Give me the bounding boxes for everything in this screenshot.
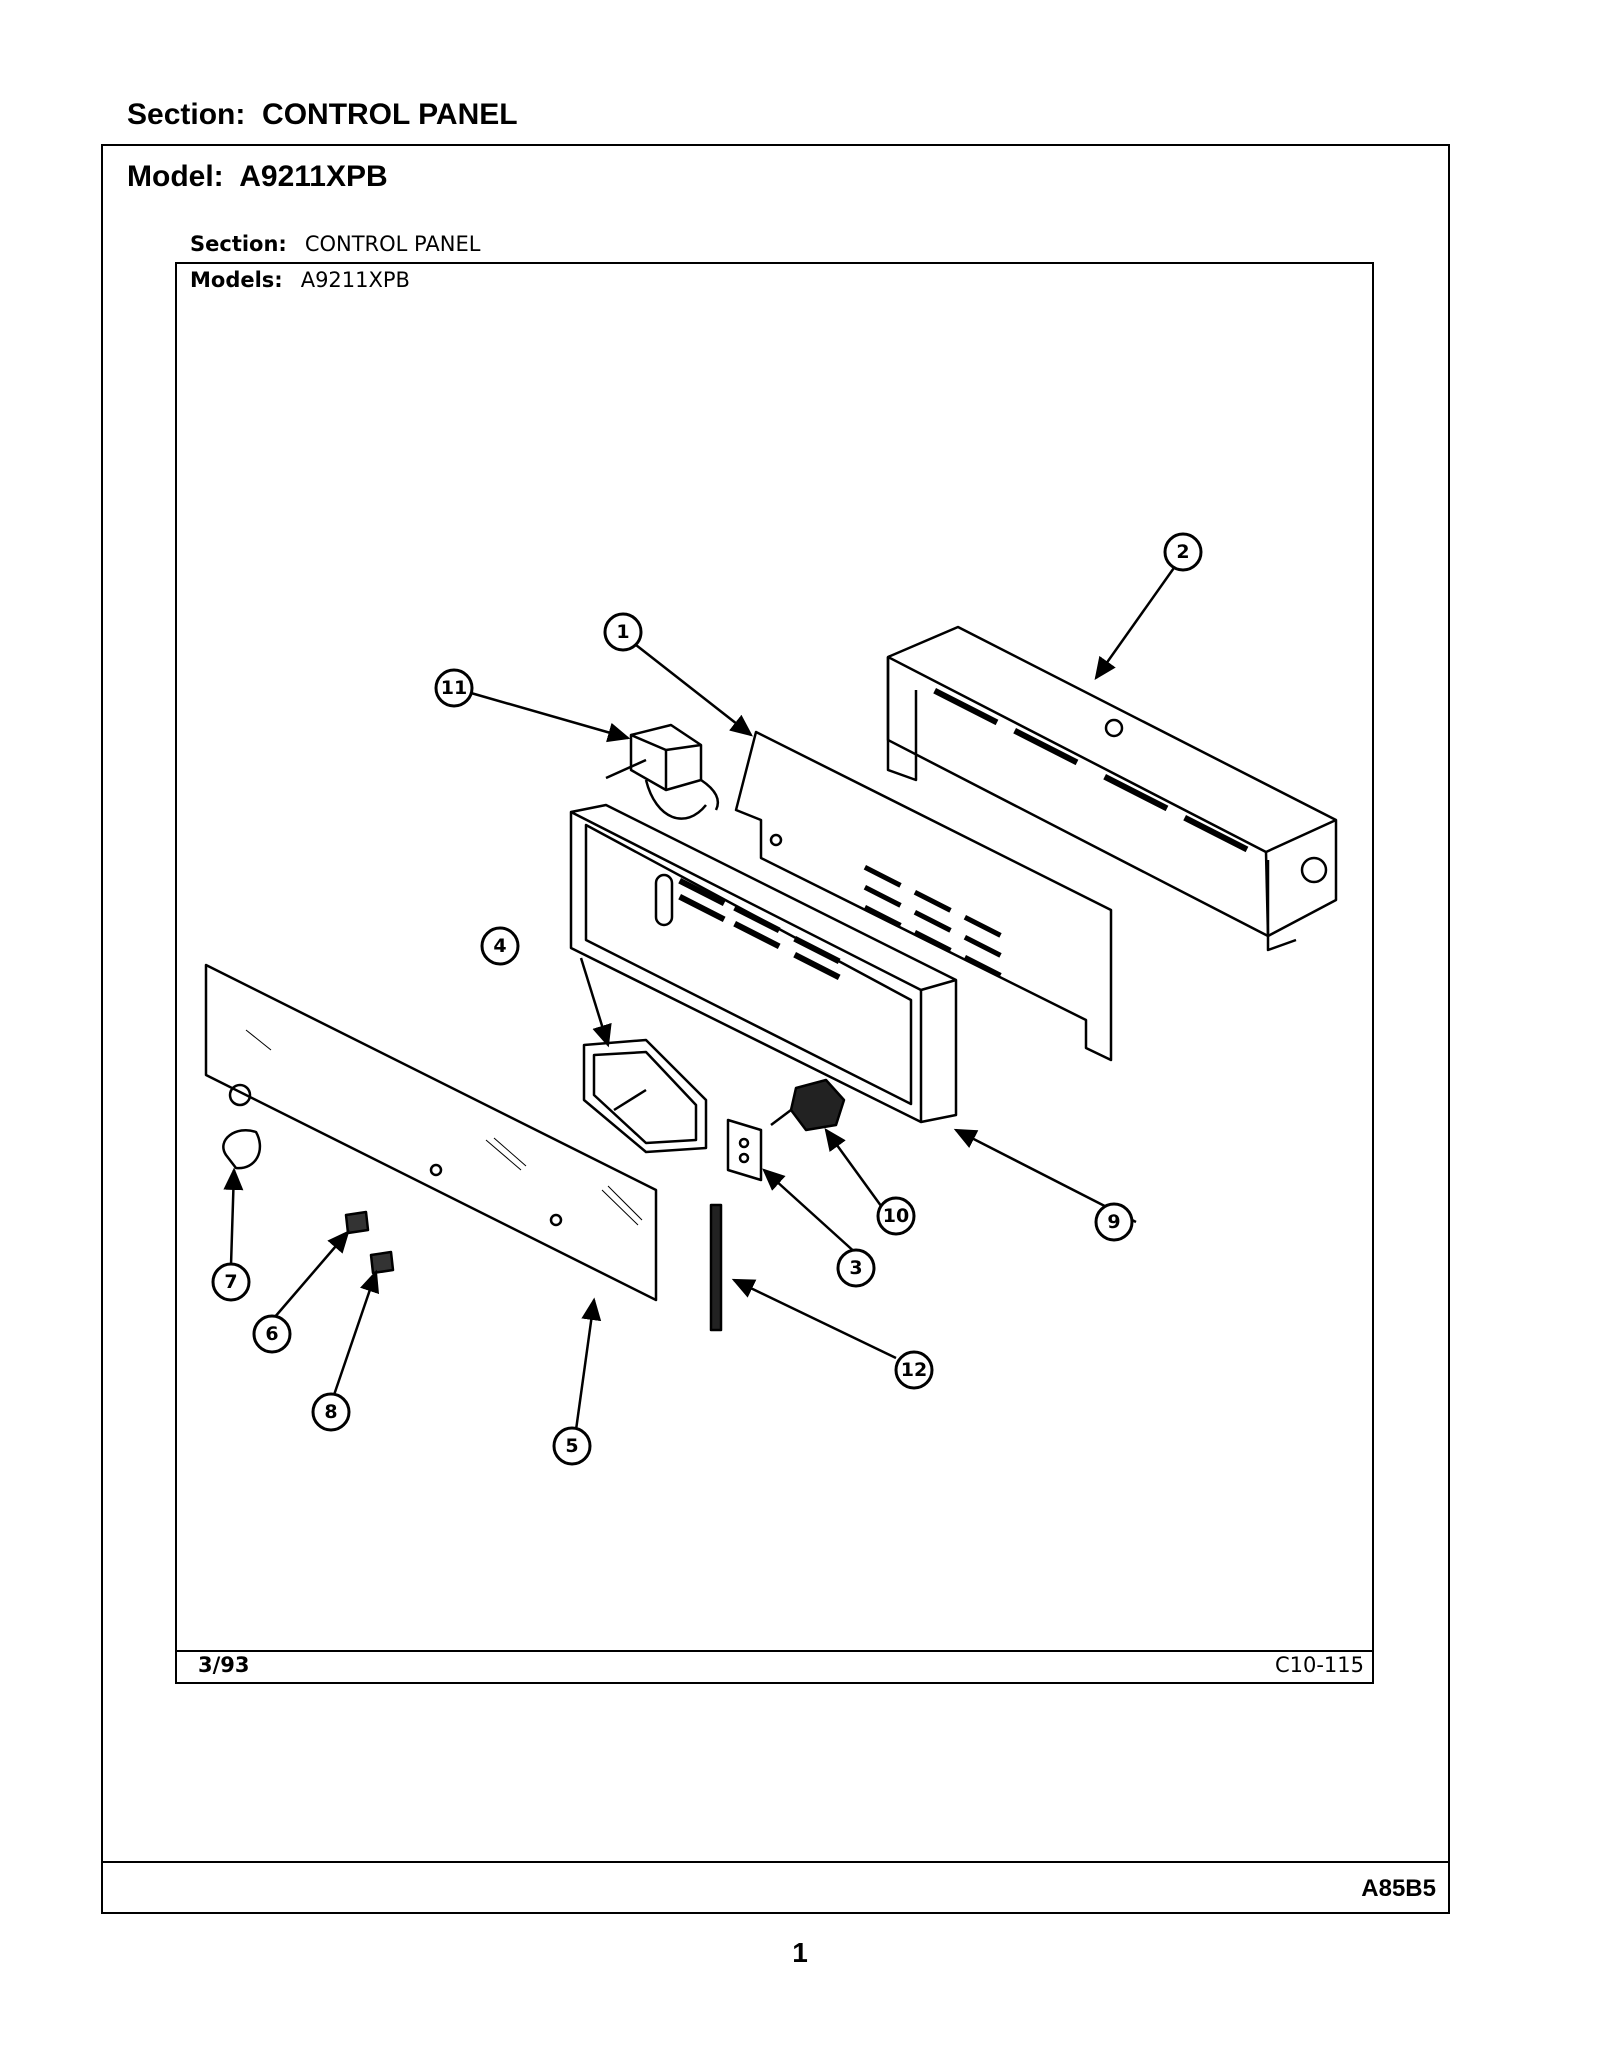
callout-10: 10 — [876, 1196, 916, 1236]
outer-frame — [101, 144, 1450, 1914]
callout-2: 2 — [1163, 532, 1203, 572]
inner-section-title: Section: CONTROL PANEL — [190, 232, 480, 256]
inner-sheet-date: 3/93 — [198, 1653, 250, 1677]
part-rear-housing — [886, 625, 1338, 952]
part-control-frame — [569, 803, 958, 1124]
callout-8: 8 — [311, 1392, 351, 1432]
svg-text:3: 3 — [849, 1257, 862, 1279]
svg-text:12: 12 — [901, 1359, 927, 1381]
page-model-title: Model: A9211XPB — [127, 160, 388, 194]
callout-6: 6 — [252, 1314, 292, 1354]
part-bracket — [726, 1118, 763, 1182]
callout-5: 5 — [552, 1426, 592, 1466]
model-value: A9211XPB — [239, 160, 388, 193]
svg-text:9: 9 — [1107, 1211, 1120, 1233]
outer-footer-divider — [101, 1861, 1450, 1863]
svg-text:7: 7 — [224, 1271, 237, 1293]
svg-text:6: 6 — [265, 1323, 278, 1345]
part-shield-panel — [734, 730, 1113, 1062]
inner-sheet-frame — [175, 262, 1374, 1684]
callout-1: 1 — [603, 612, 643, 652]
model-label: Model: — [127, 160, 224, 193]
part-push-button-2 — [369, 1250, 395, 1275]
page-number: 1 — [792, 1937, 808, 1968]
inner-models-title: Models: A9211XPB — [190, 268, 410, 292]
svg-text:4: 4 — [493, 935, 506, 957]
part-control-glass — [204, 963, 658, 1302]
part-push-button — [344, 1210, 370, 1235]
inner-section-label: Section: — [190, 232, 287, 256]
svg-text:8: 8 — [324, 1401, 337, 1423]
callout-7: 7 — [211, 1262, 251, 1302]
svg-text:2: 2 — [1176, 541, 1189, 563]
section-value: CONTROL PANEL — [262, 98, 518, 131]
callout-11: 11 — [434, 668, 474, 708]
part-selector-switch — [770, 1078, 846, 1132]
inner-sheet-code: C10-115 — [1274, 1653, 1364, 1677]
inner-footer-divider — [175, 1650, 1374, 1652]
svg-text:5: 5 — [565, 1435, 578, 1457]
exploded-parts-diagram: 1 2 3 4 5 6 7 8 9 10 11 12 — [204, 532, 1338, 1466]
part-knob — [222, 1129, 262, 1170]
callout-3: 3 — [836, 1248, 876, 1288]
callout-9: 9 — [1094, 1202, 1134, 1242]
inner-section-value: CONTROL PANEL — [304, 232, 481, 256]
inner-models-label: Models: — [190, 268, 283, 292]
section-label: Section: — [127, 98, 246, 131]
part-display-module — [582, 1038, 708, 1154]
inner-models-value: A9211XPB — [300, 268, 410, 292]
callout-12: 12 — [894, 1350, 934, 1390]
part-timer — [605, 723, 720, 820]
callout-4: 4 — [480, 926, 520, 966]
page-section-title: Section: CONTROL PANEL — [127, 98, 518, 132]
part-seal-strip — [709, 1203, 723, 1332]
document-code: A85B5 — [1361, 1875, 1436, 1902]
svg-text:10: 10 — [883, 1205, 909, 1227]
svg-text:11: 11 — [441, 677, 467, 699]
svg-text:1: 1 — [616, 621, 629, 643]
